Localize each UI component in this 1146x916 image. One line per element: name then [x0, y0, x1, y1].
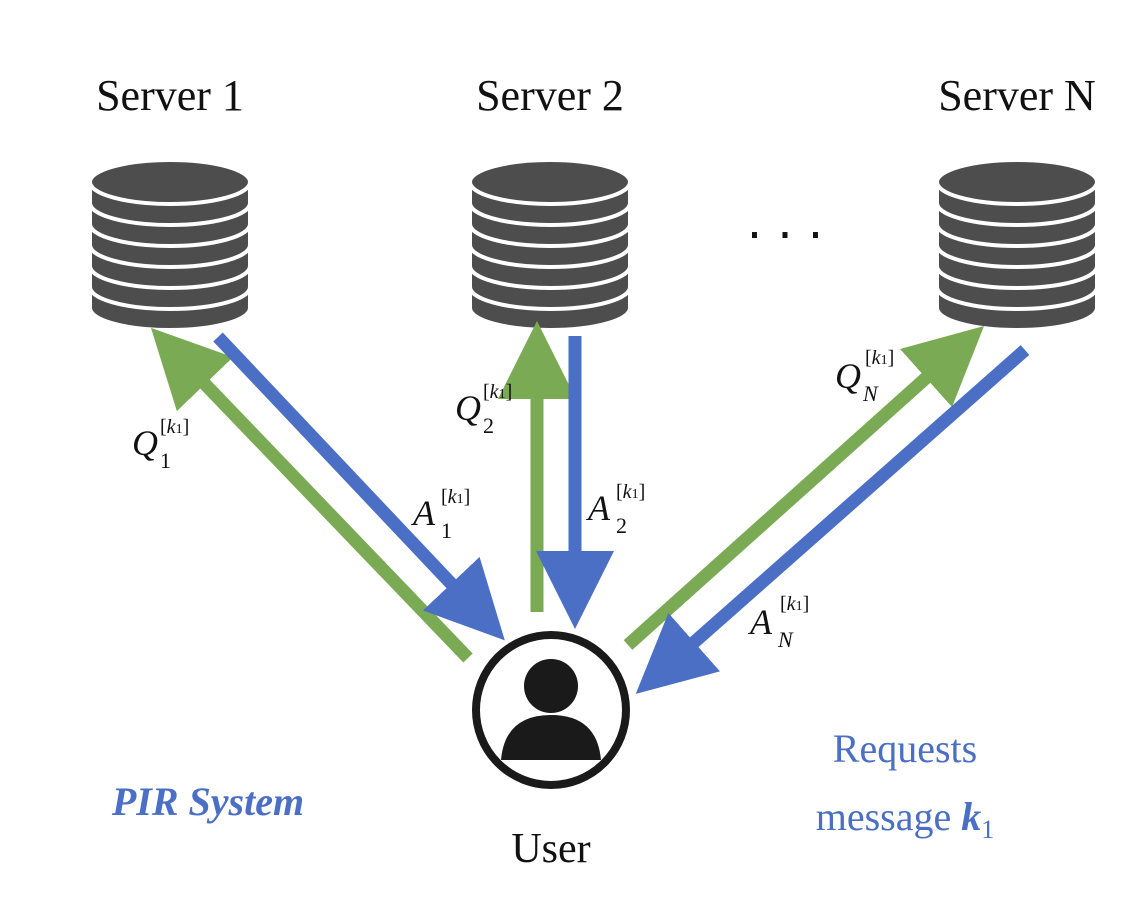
database-icon-server-2 — [468, 158, 632, 332]
svg-text:[k1]: [k1] — [441, 486, 470, 508]
svg-text:Q: Q — [455, 388, 481, 428]
query-arrow-n — [623, 325, 985, 650]
answer-label-n: A N [k1] — [748, 593, 809, 652]
svg-text:[k1]: [k1] — [865, 347, 894, 369]
svg-text:[k1]: [k1] — [160, 416, 189, 438]
user-icon — [472, 631, 630, 789]
pir-system-label: PIR System — [111, 779, 304, 824]
svg-text:2: 2 — [483, 413, 494, 438]
database-icon-server-1 — [88, 158, 252, 332]
svg-text:[k1]: [k1] — [483, 381, 512, 403]
database-icon-server-n — [935, 158, 1099, 332]
svg-text:[k1]: [k1] — [780, 593, 809, 615]
svg-text:N: N — [777, 627, 794, 652]
server-2-title: Server 2 — [476, 71, 624, 120]
query-arrow-1 — [150, 327, 473, 663]
svg-text:1: 1 — [441, 518, 452, 543]
answer-arrow-1 — [213, 332, 505, 641]
server-n-title: Server N — [938, 71, 1096, 120]
answer-label-1: A 1 [k1] — [411, 486, 470, 543]
query-label-2: Q 2 [k1] — [455, 381, 512, 438]
svg-text:1: 1 — [160, 448, 171, 473]
query-label-1: Q 1 [k1] — [132, 416, 189, 473]
server-1-title: Server 1 — [96, 71, 244, 120]
answer-arrow-n — [635, 345, 1030, 694]
svg-text:2: 2 — [616, 513, 627, 538]
answer-label-2: A 2 [k1] — [586, 481, 645, 538]
svg-text:N: N — [862, 381, 879, 406]
user-label: User — [511, 826, 590, 872]
svg-text:[k1]: [k1] — [616, 481, 645, 503]
svg-text:A: A — [411, 493, 436, 533]
request-line-2: message k1 — [816, 794, 995, 844]
svg-text:A: A — [748, 602, 773, 642]
svg-text:Q: Q — [132, 423, 158, 463]
svg-text:Q: Q — [835, 356, 861, 396]
request-line-1: Requests — [833, 726, 977, 771]
server-ellipsis: · · · — [747, 208, 823, 264]
query-label-n: Q N [k1] — [835, 347, 894, 406]
svg-text:A: A — [586, 488, 611, 528]
